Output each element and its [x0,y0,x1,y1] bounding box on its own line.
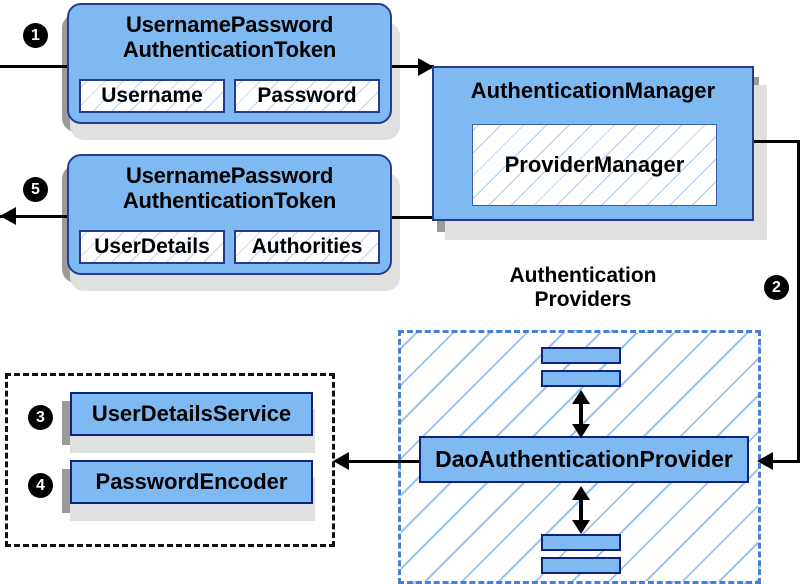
request-token-fields: Username Password [79,79,380,113]
passwordencoder-box[interactable]: PasswordEncoder [70,460,313,504]
arrowhead-response-out [0,207,16,225]
authentication-manager-box[interactable]: AuthenticationManager ProviderManager [432,66,754,221]
connector-right-vertical [797,140,800,462]
provider-link-arrow-bottom [572,486,590,534]
field-username[interactable]: Username [79,79,225,113]
connector-manager-to-response-token [390,216,436,219]
providers-caption-line1: Authentication [509,264,657,287]
provider-link-arrow-top [572,390,590,438]
connector-manager-exit [752,140,800,143]
arrowhead-into-services [333,452,349,470]
authentication-manager-title: AuthenticationManager [470,78,716,103]
connector-request-in [0,65,70,68]
response-token-title-line1: UsernamePassword [125,163,334,188]
providers-group-caption: Authentication Providers [468,264,698,312]
response-token-title-line2: AuthenticationToken [122,188,337,214]
provider-manager-box[interactable]: ProviderManager [472,124,717,206]
userdetailsservice-box[interactable]: UserDetailsService [70,392,313,436]
step-marker-2: 2 [764,275,789,300]
connector-token-to-manager [390,65,434,68]
arrowhead-into-dao [757,452,773,470]
provider-bar-top-2[interactable] [541,370,621,387]
connector-into-dao [772,460,800,463]
field-userdetails[interactable]: UserDetails [79,230,225,264]
dao-authentication-provider-box[interactable]: DaoAuthenticationProvider [419,436,749,483]
response-token-fields: UserDetails Authorities [79,230,380,264]
request-token-title-line1: UsernamePassword [125,12,334,37]
response-token-box[interactable]: UsernamePassword AuthenticationToken Use… [67,154,392,275]
field-password[interactable]: Password [234,79,380,113]
connector-dao-to-services [348,460,420,463]
step-marker-1: 1 [23,23,48,48]
provider-bar-bottom-2[interactable] [541,557,621,574]
connector-response-out [0,215,70,218]
provider-bar-top-1[interactable] [541,347,621,364]
providers-caption-line2: Providers [534,288,632,312]
provider-bar-bottom-1[interactable] [541,534,621,551]
request-token-title: UsernamePassword AuthenticationToken [69,5,390,62]
arrowhead-to-manager [418,58,434,76]
request-token-title-line2: AuthenticationToken [122,37,337,63]
request-token-box[interactable]: UsernamePassword AuthenticationToken Use… [67,3,392,124]
step-marker-3: 3 [28,405,53,430]
step-marker-4: 4 [28,473,53,498]
step-marker-5: 5 [23,177,48,202]
field-authorities[interactable]: Authorities [234,230,380,264]
response-token-title: UsernamePassword AuthenticationToken [69,156,390,213]
